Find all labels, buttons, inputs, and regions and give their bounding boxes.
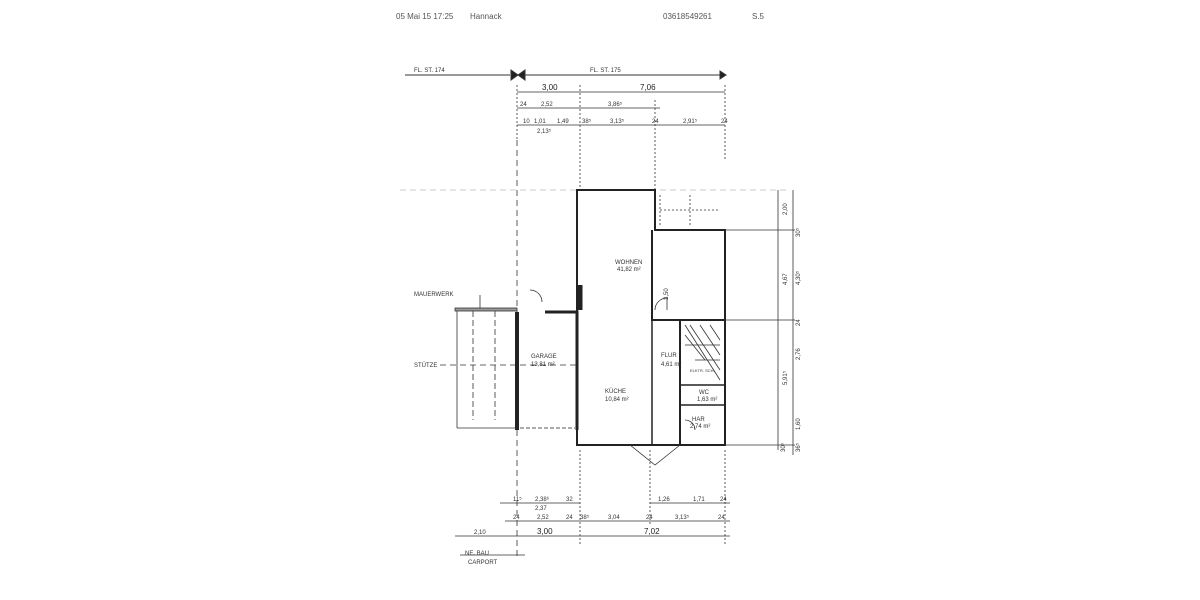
room-har-area: 2,74 m² [690, 424, 710, 430]
room-wc-area: 1,63 m² [697, 397, 717, 403]
dim-label: 30⁵ [780, 442, 787, 452]
dim-label: 5,91⁵ [782, 370, 789, 385]
room-flur-name: FLUR [661, 353, 677, 359]
room-har-name: HAR [692, 417, 705, 423]
dim-label: 24 [718, 515, 725, 521]
mauerwerk-label: MAUERWERK [414, 292, 454, 298]
dim-label: 1,60 [796, 418, 802, 430]
dim-label: 24 [721, 119, 728, 125]
dim-label: 38⁵ [580, 514, 590, 521]
dim-label: 2,10 [474, 530, 486, 536]
dim-label: 2,91⁵ [683, 118, 698, 125]
room-kueche-area: 10,84 m² [605, 397, 629, 403]
top-dimension-lines [516, 85, 726, 190]
dim-label: 3,86⁵ [608, 101, 623, 108]
dim-label: 3,13⁵ [675, 514, 690, 521]
dim-label: 3,13⁵ [610, 118, 625, 125]
dim-label: 24 [513, 515, 520, 521]
axis-lines [400, 140, 790, 560]
dim-label: 4,67 [783, 273, 789, 285]
neighbor-label: NE. BAU [465, 551, 489, 557]
room-wc-name: WC [699, 390, 710, 396]
fax-datetime: 05 Mai 15 17:25 [396, 12, 454, 21]
room-wohnen-name: WOHNEN [615, 260, 642, 266]
dim-label: 3,04 [608, 515, 620, 521]
dim-label: 2,52 [537, 515, 549, 521]
dim-label: 2,38⁶ [535, 496, 550, 503]
stair-note: ELKTR. SCH. [690, 368, 715, 373]
room-garage-name: GARAGE [531, 354, 557, 360]
dim-label: 3,50 [664, 288, 670, 300]
dim-label: 32 [566, 497, 573, 503]
entrance-steps [659, 195, 720, 225]
fax-phone: 03618549261 [663, 12, 712, 21]
room-kueche-name: KÜCHE [605, 388, 626, 395]
dim-label: 24 [566, 515, 573, 521]
dim-bottom-3-00: 3,00 [537, 527, 553, 536]
parcel-line [405, 69, 727, 81]
room-garage-area: 13,81 m² [531, 362, 555, 368]
dim-label: 2,13⁵ [537, 128, 552, 135]
dim-top-3-00: 3,00 [542, 83, 558, 92]
dim-label: 2,76 [796, 348, 802, 360]
stairs [684, 324, 721, 381]
house-walls [576, 189, 726, 446]
dim-label: 2,37 [535, 506, 547, 512]
dim-label: 2,52 [541, 102, 553, 108]
dim-label: 36⁵ [795, 442, 802, 452]
dim-label: 1,49 [557, 119, 569, 125]
parcel-left-label: FL. ST. 174 [414, 68, 445, 74]
dim-label: 1,26 [658, 497, 670, 503]
bottom-dimension-lines [455, 450, 730, 556]
dim-label: 24 [646, 515, 653, 521]
fax-page: S.5 [752, 12, 765, 21]
right-dimension-lines [725, 190, 795, 455]
room-wohnen-area: 41,82 m² [617, 267, 641, 273]
dim-label: 24 [652, 119, 659, 125]
dim-label: 1,71 [693, 497, 705, 503]
dim-label: 24 [720, 497, 727, 503]
fax-sender: Hannack [470, 12, 502, 21]
dim-label: 38⁵ [582, 118, 592, 125]
terrace-bay [629, 444, 681, 466]
room-flur-area: 4,61 m² [661, 362, 681, 368]
dim-label: 11⁵ [513, 496, 522, 503]
dim-label: 30⁵ [795, 227, 802, 237]
dim-label: 4,30⁵ [795, 270, 802, 285]
neighbor-label-2: CARPORT [468, 560, 498, 566]
dim-top-7-06: 7,06 [640, 83, 656, 92]
carport [454, 295, 518, 429]
door-swings [529, 289, 696, 431]
dim-label: 10 [523, 119, 530, 125]
dim-bottom-7-02: 7,02 [644, 527, 660, 536]
garage-walls [515, 310, 579, 430]
dim-label: 2,00 [783, 203, 789, 215]
dim-label: 24 [796, 319, 802, 326]
parcel-right-label: FL. ST. 175 [590, 68, 621, 74]
stuetze-label: STÜTZE [414, 362, 437, 369]
dim-label: 24 [520, 102, 527, 108]
dim-label: 1,01 [534, 119, 546, 125]
